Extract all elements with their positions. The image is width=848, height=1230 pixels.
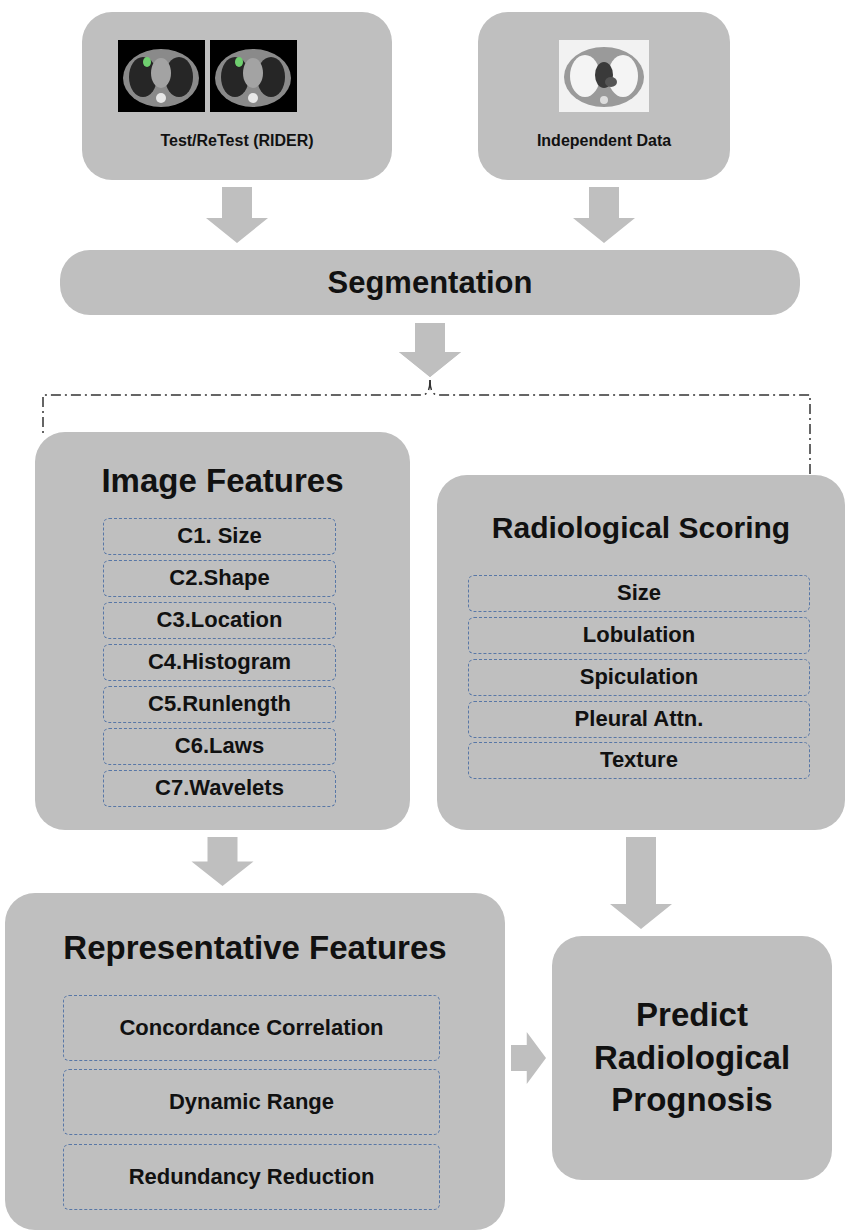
flow-arrow: [511, 1032, 546, 1084]
outcome-box: Predict Radiological Prognosis: [552, 936, 832, 1180]
box-heading: Independent Data: [537, 132, 671, 150]
box-label: C1. Size: [177, 523, 261, 549]
box-label: C6.Laws: [175, 733, 264, 759]
box-label: C7.Wavelets: [155, 775, 284, 801]
box-label: Concordance Correlation: [119, 1015, 383, 1041]
split-bracket: [430, 380, 810, 479]
process-band: Segmentation: [60, 250, 800, 315]
block-arrow: [610, 837, 672, 929]
flow-arrow: [610, 837, 672, 929]
block-arrow: [573, 187, 635, 243]
block-arrow: [206, 187, 268, 243]
method-item: Concordance Correlation: [63, 995, 440, 1061]
feature-item: C1. Size: [103, 518, 336, 555]
scoring-item: Spiculation: [468, 659, 810, 696]
scoring-item: Texture: [468, 742, 810, 779]
box-heading: Image Features: [101, 462, 343, 500]
box-label: Size: [617, 580, 661, 606]
ct-scan: [559, 40, 649, 112]
flow-arrow: [192, 837, 254, 886]
flow-arrow: [206, 187, 268, 243]
box-heading: Radiological Scoring: [492, 511, 790, 546]
block-arrow: [192, 837, 254, 886]
box-heading: Representative Features: [63, 929, 446, 967]
flow-arrow: [573, 187, 635, 243]
flow-arrow: [399, 323, 810, 479]
box-heading: Test/ReTest (RIDER): [160, 132, 313, 150]
box-label: C5.Runlength: [148, 691, 291, 717]
feature-item: C4.Histogram: [103, 644, 336, 681]
block-arrow: [399, 323, 461, 377]
split-bracket: [43, 380, 430, 436]
method-item: Dynamic Range: [63, 1069, 440, 1135]
feature-item: C7.Wavelets: [103, 770, 336, 807]
ct-scan-pair: [118, 40, 298, 112]
block-arrow: [511, 1032, 546, 1084]
scoring-item: Pleural Attn.: [468, 701, 810, 738]
data-source-box: Independent Data: [478, 12, 730, 180]
box-label: Spiculation: [580, 664, 699, 690]
feature-item: C3.Location: [103, 602, 336, 639]
feature-item: C2.Shape: [103, 560, 336, 597]
box-label: Predict Radiological Prognosis: [572, 994, 812, 1123]
box-label: Texture: [600, 747, 678, 773]
box-label: C3.Location: [157, 607, 283, 633]
scoring-item: Lobulation: [468, 617, 810, 654]
group-box: Representative FeaturesConcordance Corre…: [5, 893, 505, 1230]
box-label: Pleural Attn.: [575, 706, 704, 732]
box-label: Segmentation: [328, 264, 533, 301]
box-label: C2.Shape: [169, 565, 269, 591]
box-label: Redundancy Reduction: [129, 1164, 375, 1190]
group-box: Image FeaturesC1. SizeC2.ShapeC3.Locatio…: [35, 432, 410, 830]
feature-item: C5.Runlength: [103, 686, 336, 723]
box-label: C4.Histogram: [148, 649, 291, 675]
scoring-item: Size: [468, 575, 810, 612]
feature-item: C6.Laws: [103, 728, 336, 765]
method-item: Redundancy Reduction: [63, 1144, 440, 1210]
box-label: Dynamic Range: [169, 1089, 334, 1115]
block-arrow: [399, 323, 461, 377]
group-box: Radiological ScoringSizeLobulationSpicul…: [437, 475, 845, 830]
box-label: Lobulation: [583, 622, 695, 648]
flow-arrow: [43, 323, 461, 436]
data-source-box: Test/ReTest (RIDER): [82, 12, 392, 180]
